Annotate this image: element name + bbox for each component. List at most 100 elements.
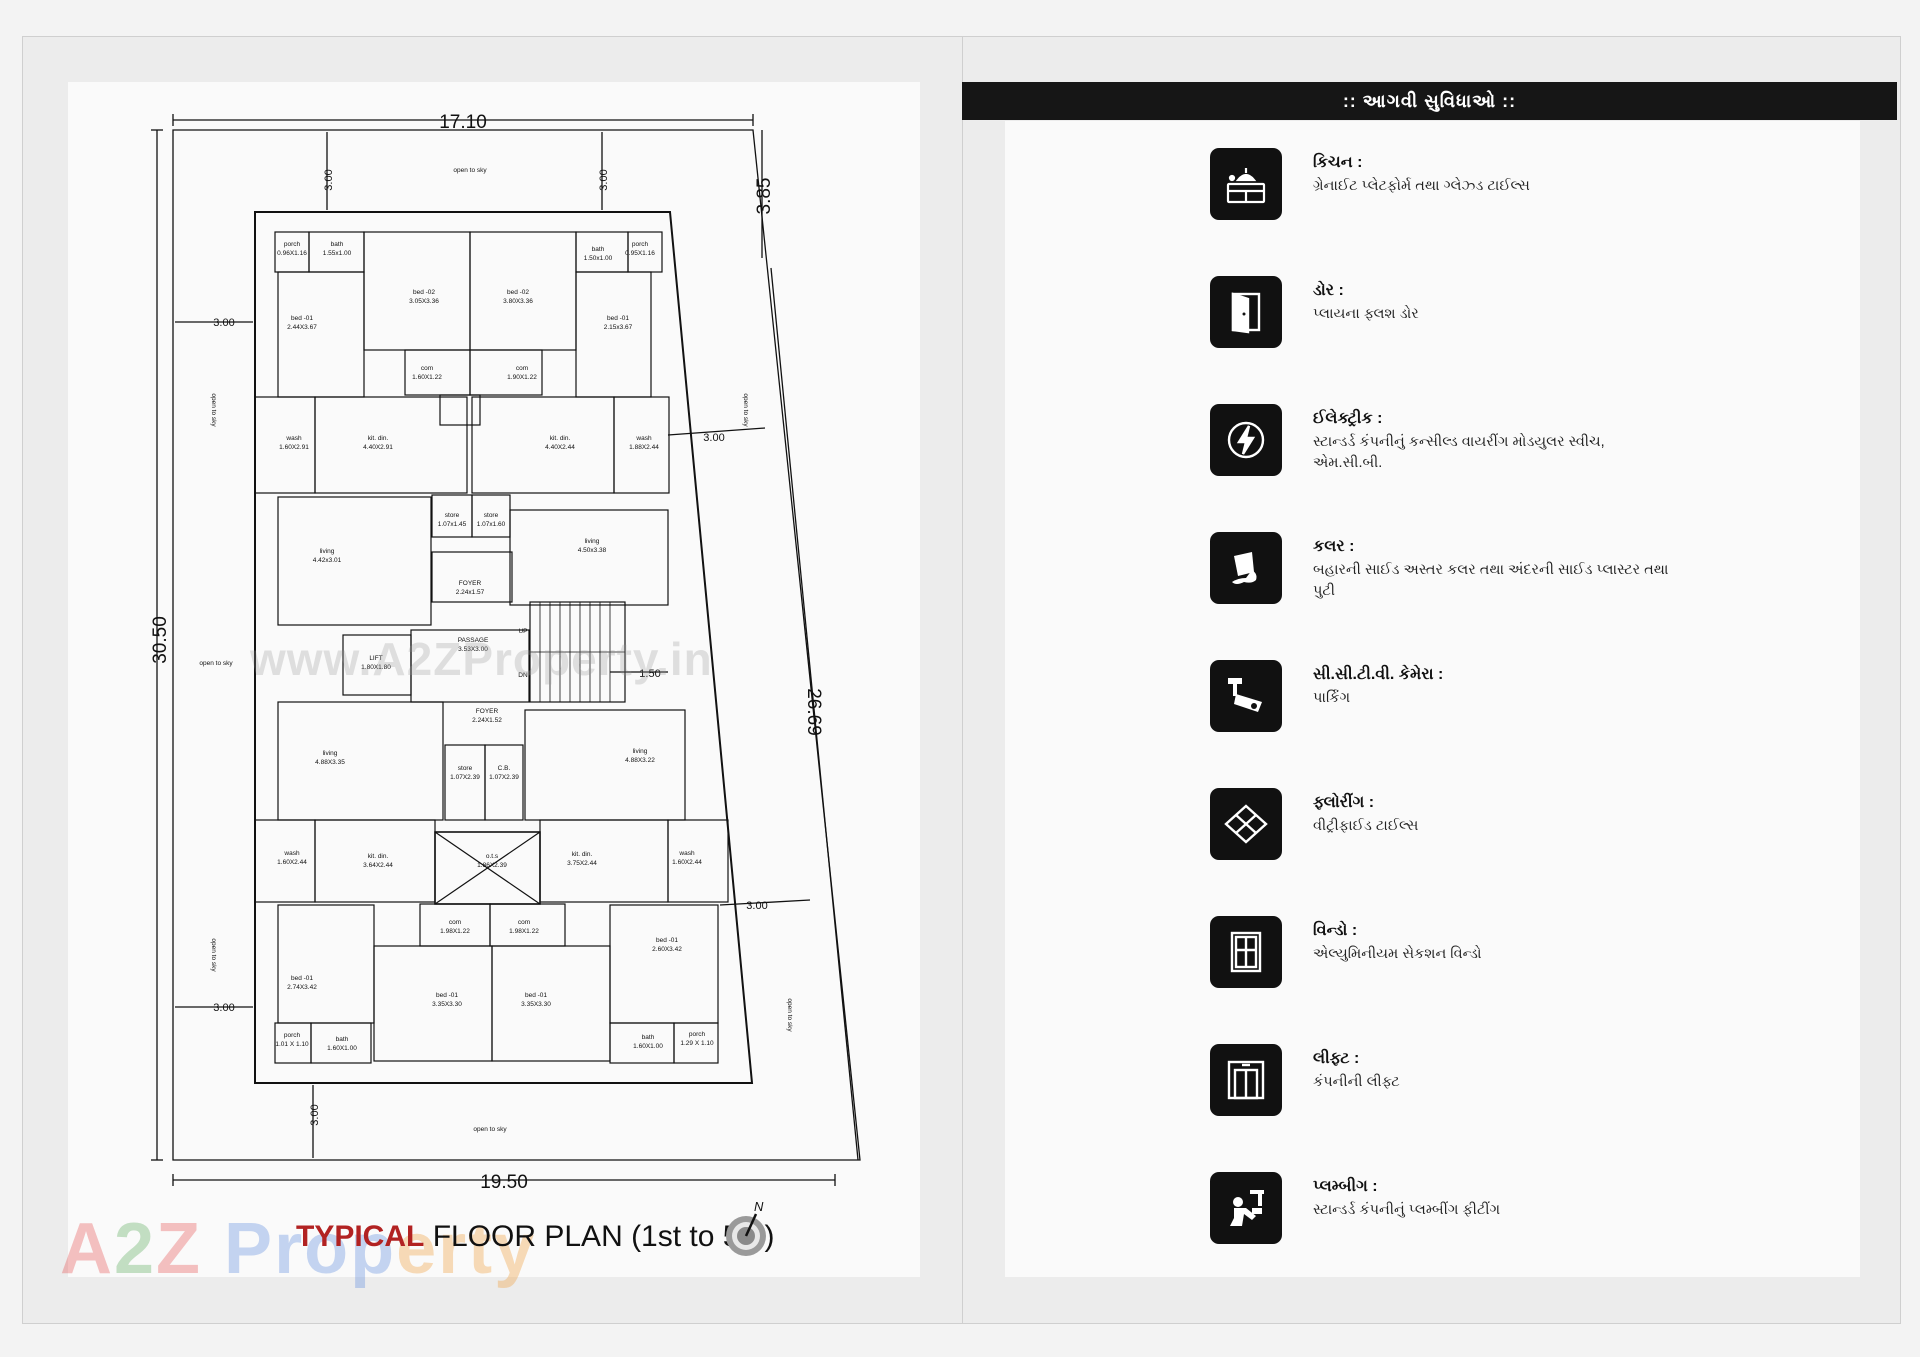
plan-label: living xyxy=(633,748,648,755)
amenity-title: ઈલેક્ટ્રીક : xyxy=(1313,410,1383,427)
plan-label: com xyxy=(449,919,461,926)
dim-setback-bottom: 3.00 xyxy=(309,1104,321,1125)
plan-label: bed -01 xyxy=(291,315,313,322)
dim-setback-right-bottom: 3.00 xyxy=(746,900,767,912)
plan-label: LIFT xyxy=(369,655,382,662)
plan-label: bed -01 xyxy=(436,992,458,999)
plan-label: 1.07X2.39 xyxy=(450,774,480,781)
plan-label: living xyxy=(320,548,335,555)
north-compass-icon: N xyxy=(722,1198,772,1258)
amenity-desc: વીટ્રીફાઈડ ટાઈલ્સ xyxy=(1313,818,1419,834)
plan-label: 2.60X3.42 xyxy=(652,946,682,953)
watermark-url: www.A2ZProperty.in xyxy=(250,633,713,685)
plan-label: 4.50x3.38 xyxy=(578,547,607,554)
plan-label: PASSAGE xyxy=(458,637,489,644)
plan-label: bed -01 xyxy=(607,315,629,322)
plan-title-accent: TYPICAL xyxy=(296,1220,425,1253)
amenity-electric: ઈલેક્ટ્રીક : સ્ટાન્ડર્ડ કંપનીનું કન્સીલ્… xyxy=(1210,404,1660,476)
plan-label: 4.88X3.35 xyxy=(315,759,345,766)
plan-label: open to sky xyxy=(742,393,749,427)
plan-label: 1.60X1.00 xyxy=(327,1045,357,1052)
plan-label: 1.80X1.80 xyxy=(361,664,391,671)
plan-label: kit. din. xyxy=(550,435,571,442)
plan-label: open to sky xyxy=(199,660,233,667)
plan-label: FOYER xyxy=(459,580,482,587)
plan-label: bed -02 xyxy=(507,289,529,296)
amenity-desc: બહારની સાઈડ અસ્તર કલર તથા અંદરની સાઈડ પ્… xyxy=(1313,562,1669,599)
plan-label: open to sky xyxy=(210,393,217,427)
plumbing-icon xyxy=(1210,1172,1282,1244)
plan-label: 1.88X2.44 xyxy=(629,444,659,451)
dim-left: 30.50 xyxy=(150,616,171,664)
plan-label: 1.60X1.00 xyxy=(633,1043,663,1050)
dim-setback-left-top: 3.00 xyxy=(213,317,234,329)
lift-icon xyxy=(1210,1044,1282,1116)
plan-label: wash xyxy=(678,850,695,857)
dim-top: 17.10 xyxy=(439,112,487,133)
plan-label: 3.53X3.00 xyxy=(458,646,488,653)
plan-label: com xyxy=(516,365,528,372)
amenity-title: વિન્ડો : xyxy=(1313,922,1358,939)
plan-label: 1.60X2.44 xyxy=(277,859,307,866)
amenity-title: પ્લમ્બીગ : xyxy=(1313,1178,1378,1195)
svg-text:N: N xyxy=(754,1199,764,1214)
plan-label: 1.01 X 1.10 xyxy=(275,1041,309,1048)
plan-label: 1.86X2.39 xyxy=(477,862,507,869)
plan-label: porch xyxy=(689,1031,706,1038)
plan-label: bath xyxy=(331,241,344,248)
dim-setback-left-bottom: 3.00 xyxy=(213,1002,234,1014)
plan-label: kit. din. xyxy=(368,853,389,860)
dim-stair: 1.50 xyxy=(639,668,660,680)
plan-label: 0.95X1.16 xyxy=(625,250,655,257)
plan-label: bath xyxy=(642,1034,655,1041)
plan-label: 4.40X2.91 xyxy=(363,444,393,451)
plan-label: com xyxy=(518,919,530,926)
amenity-window: વિન્ડો : એલ્યુમિનીયમ સેકશન વિન્ડો xyxy=(1210,916,1660,988)
amenity-desc: પાર્કિંગ xyxy=(1313,690,1351,706)
plan-label: 3.64X2.44 xyxy=(363,862,393,869)
dim-corner: 3.85 xyxy=(754,178,775,215)
plan-label: porch xyxy=(284,1032,301,1039)
plan-label: UP xyxy=(518,628,527,635)
amenity-desc: કંપનીની લીફ્ટ xyxy=(1313,1074,1400,1090)
dim-setback-right-top: 3.00 xyxy=(703,432,724,444)
paint-icon xyxy=(1210,532,1282,604)
amenity-door: ડોર : પ્લાયના ફ્લશ ડોર xyxy=(1210,276,1660,348)
plan-label: 1.29 X 1.10 xyxy=(680,1040,714,1047)
plan-label: 4.88X3.22 xyxy=(625,757,655,764)
plan-label: 1.50x1.00 xyxy=(584,255,613,262)
plan-title: TYPICAL FLOOR PLAN (1st to 5th) xyxy=(296,1220,774,1254)
plan-label: open to sky xyxy=(210,938,217,972)
plan-label: 1.07X2.39 xyxy=(489,774,519,781)
dim-setback-top-right: 3.00 xyxy=(598,169,610,190)
plan-label: 1.60X2.91 xyxy=(279,444,309,451)
dim-bottom: 19.50 xyxy=(480,1172,528,1193)
plan-label: bed -01 xyxy=(656,937,678,944)
amenity-kitchen: કિચન : ગ્રેનાઈટ પ્લેટફોર્મ તથા ગ્લેઝ્ડ ટ… xyxy=(1210,148,1660,220)
plan-label: 1.98X1.22 xyxy=(440,928,470,935)
amenity-desc: એલ્યુમિનીયમ સેકશન વિન્ડો xyxy=(1313,946,1482,962)
plan-title-rest: FLOOR PLAN (1st to 5th) xyxy=(432,1220,775,1253)
cctv-icon xyxy=(1210,660,1282,732)
plan-label: porch xyxy=(284,241,301,248)
plan-label: bath xyxy=(336,1036,349,1043)
plan-label: 1.90X1.22 xyxy=(507,374,537,381)
plan-label: 2.24x1.57 xyxy=(456,589,485,596)
right-page xyxy=(962,36,1901,1324)
amenity-title: ડોર : xyxy=(1313,282,1344,299)
door-icon xyxy=(1210,276,1282,348)
plan-label: com xyxy=(421,365,433,372)
amenity-title: કલર : xyxy=(1313,538,1355,555)
plan-label: 3.75X2.44 xyxy=(567,860,597,867)
electric-icon xyxy=(1210,404,1282,476)
plan-label: store xyxy=(458,765,473,772)
dim-setback-top-left: 3.00 xyxy=(323,169,335,190)
plan-label: 1.07x1.45 xyxy=(438,521,467,528)
amenity-flooring: ફ્લોરીંગ : વીટ્રીફાઈડ ટાઈલ્સ xyxy=(1210,788,1660,860)
amenity-lift: લીફ્ટ : કંપનીની લીફ્ટ xyxy=(1210,1044,1660,1116)
plan-label: 2.24X1.52 xyxy=(472,717,502,724)
plan-label: wash xyxy=(635,435,652,442)
plan-label: 3.35X3.30 xyxy=(521,1001,551,1008)
plan-label: 2.74X3.42 xyxy=(287,984,317,991)
